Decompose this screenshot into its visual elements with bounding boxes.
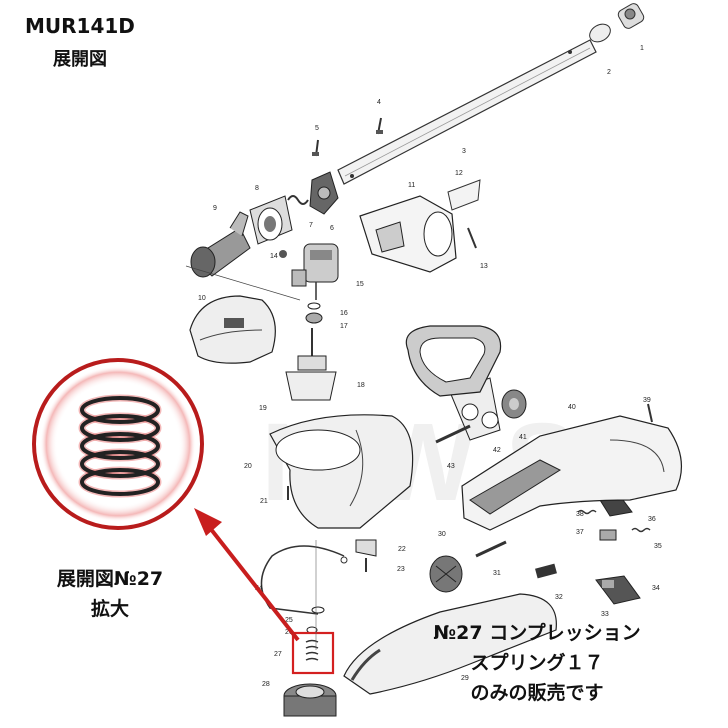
part-label-33: 33 (601, 611, 609, 618)
part-label-15: 15 (356, 281, 364, 288)
part-label-19: 19 (259, 405, 267, 412)
part-43-bolt (435, 424, 471, 444)
callout-label-line1: 展開図№27 (56, 568, 164, 590)
part-label-40: 40 (568, 404, 576, 411)
part-label-26: 26 (285, 629, 293, 636)
part-label-9: 9 (213, 205, 217, 212)
part-33-trigger (595, 575, 641, 605)
part-label-25: 25 (285, 617, 293, 624)
part-41-knob (501, 389, 527, 419)
part-16-washer (307, 302, 321, 310)
part-label-5: 5 (315, 125, 319, 132)
part-label-27: 27 (274, 651, 282, 658)
part-28-spool (283, 683, 337, 717)
part-label-29: 29 (461, 675, 469, 682)
part-15-motor (291, 243, 339, 287)
part-14-washer (279, 250, 287, 258)
part-22-bracket (355, 539, 377, 557)
sale-note-line1: №27 コンプレッション (433, 622, 641, 644)
part-39-screw (647, 403, 653, 423)
part-label-30: 30 (438, 531, 446, 538)
part-35-spring (631, 527, 651, 533)
part-label-20: 20 (244, 463, 252, 470)
part-label-34: 34 (652, 585, 660, 592)
part-40-handle-housing (461, 415, 682, 531)
part-31-pin (475, 540, 507, 558)
part-30-knob (429, 555, 463, 593)
part-label-18: 18 (357, 382, 365, 389)
loop-handle (405, 325, 502, 397)
part-label-3: 3 (462, 148, 466, 155)
part-label-1: 1 (640, 45, 644, 52)
part-9-grip (190, 211, 251, 278)
part-25-washer (311, 606, 325, 614)
callout-label-line2: 拡大 (90, 598, 129, 620)
part-label-21: 21 (260, 498, 268, 505)
part-8-coupling (249, 195, 293, 245)
spring-27-enlarged (78, 394, 162, 498)
part-label-39: 39 (643, 397, 651, 404)
part-label-8: 8 (255, 185, 259, 192)
part-32-switch (535, 563, 557, 579)
model-title: MUR141D (25, 14, 135, 38)
part-24-wire-guard (260, 545, 345, 615)
part-38-spring (577, 509, 597, 515)
sale-note: №27 コンプレッション スプリング１７ のみの販売です (392, 618, 682, 708)
part-label-23: 23 (397, 566, 405, 573)
part-label-10: 10 (198, 295, 206, 302)
part-6-bracket (309, 171, 339, 215)
part-3-shaft (337, 39, 597, 185)
part-label-43: 43 (447, 463, 455, 470)
part-27-highlight (291, 631, 335, 675)
part-label-17: 17 (340, 323, 348, 330)
callout-arrow (194, 508, 300, 642)
part-label-31: 31 (493, 570, 501, 577)
part-label-22: 22 (398, 546, 406, 553)
part-label-2: 2 (607, 69, 611, 76)
part-4-screw (376, 117, 383, 135)
part-2-collar (589, 23, 611, 43)
sale-note-line3: のみの販売です (470, 682, 604, 704)
part-27-spring-small (305, 639, 319, 661)
part-label-4: 4 (377, 99, 381, 106)
part-label-37: 37 (576, 529, 584, 536)
part-label-36: 36 (648, 516, 656, 523)
part-label-11: 11 (408, 182, 415, 189)
part-17-bearing (305, 312, 323, 324)
part-10-motor-cover (189, 295, 276, 364)
part-label-42: 42 (493, 447, 501, 454)
part-number-labels: 1 2 3 4 5 6 7 8 9 10 11 12 13 14 15 16 1… (198, 45, 662, 688)
callout-label: 展開図№27 拡大 (40, 564, 180, 624)
part-18-hub (285, 328, 337, 401)
part-29-battery-cover (343, 593, 557, 695)
part-label-6: 6 (330, 225, 334, 232)
part-7-spring (287, 195, 309, 205)
part-13-screw (467, 227, 477, 249)
part-5-screw (312, 139, 319, 157)
part-label-35: 35 (654, 543, 662, 550)
part-label-12: 12 (455, 170, 463, 177)
part-label-32: 32 (555, 594, 563, 601)
part-label-38: 38 (576, 511, 584, 518)
part-1-end-cap (617, 3, 645, 29)
diagram-subtitle: 展開図 (53, 49, 107, 70)
part-label-13: 13 (480, 263, 488, 270)
part-label-7: 7 (309, 222, 313, 229)
part-20-guard (269, 414, 414, 529)
part-label-16: 16 (340, 310, 348, 317)
sale-note-line2: スプリング１７ (470, 652, 604, 674)
part-label-28: 28 (262, 681, 270, 688)
part-label-14: 14 (270, 253, 278, 260)
part-11-housing (359, 195, 457, 273)
part-label-41: 41 (519, 434, 527, 441)
part-12-label (447, 179, 481, 211)
zoom-callout (32, 358, 204, 530)
part-37-lock-button (599, 529, 617, 541)
